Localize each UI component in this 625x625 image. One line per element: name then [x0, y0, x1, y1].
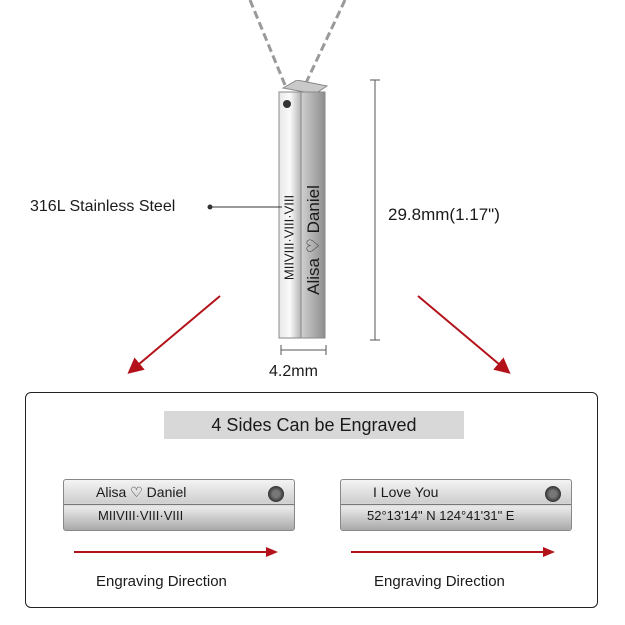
chain: [248, 0, 347, 86]
engraving-panel: 4 Sides Can be Engraved Alisa ♡ Daniel M…: [25, 392, 598, 608]
panel-title: 4 Sides Can be Engraved: [164, 411, 464, 439]
height-label: 29.8mm(1.17"): [388, 205, 500, 224]
width-label: 4.2mm: [269, 363, 318, 380]
direction-arrow-left: [74, 547, 278, 557]
arrow-left-diagonal: [127, 295, 221, 374]
bail-hole-icon: [268, 486, 284, 502]
direction-label-left: Engraving Direction: [96, 573, 227, 590]
direction-arrow-right: [351, 547, 555, 557]
bar-right-line1: I Love You: [373, 484, 439, 500]
material-label: 316L Stainless Steel: [30, 198, 176, 215]
bar-left-line1: Alisa ♡ Daniel: [96, 484, 187, 500]
pendant-engraving-roman: MIIVIII·VIII·VIII: [281, 194, 297, 281]
pendant-engraving-names: Alisa ♡ Daniel: [304, 185, 323, 295]
engraved-bar-right: I Love You 52°13'14" N 124°41'31" E: [340, 479, 572, 531]
bar-left-line2: MIIVIII·VIII·VIII: [98, 508, 184, 523]
pendant-bar: MIIVIII·VIII·VIII Alisa ♡ Daniel: [275, 79, 329, 340]
arrow-right-diagonal: [417, 295, 511, 374]
bar-right-line2: 52°13'14" N 124°41'31" E: [367, 508, 515, 523]
direction-label-right: Engraving Direction: [374, 573, 505, 590]
height-dimension-line: [370, 79, 380, 341]
bail-hole-icon: [545, 486, 561, 502]
engraved-bar-left: Alisa ♡ Daniel MIIVIII·VIII·VIII: [63, 479, 295, 531]
width-dimension-line: [280, 345, 327, 355]
material-leader-line: [207, 204, 282, 210]
